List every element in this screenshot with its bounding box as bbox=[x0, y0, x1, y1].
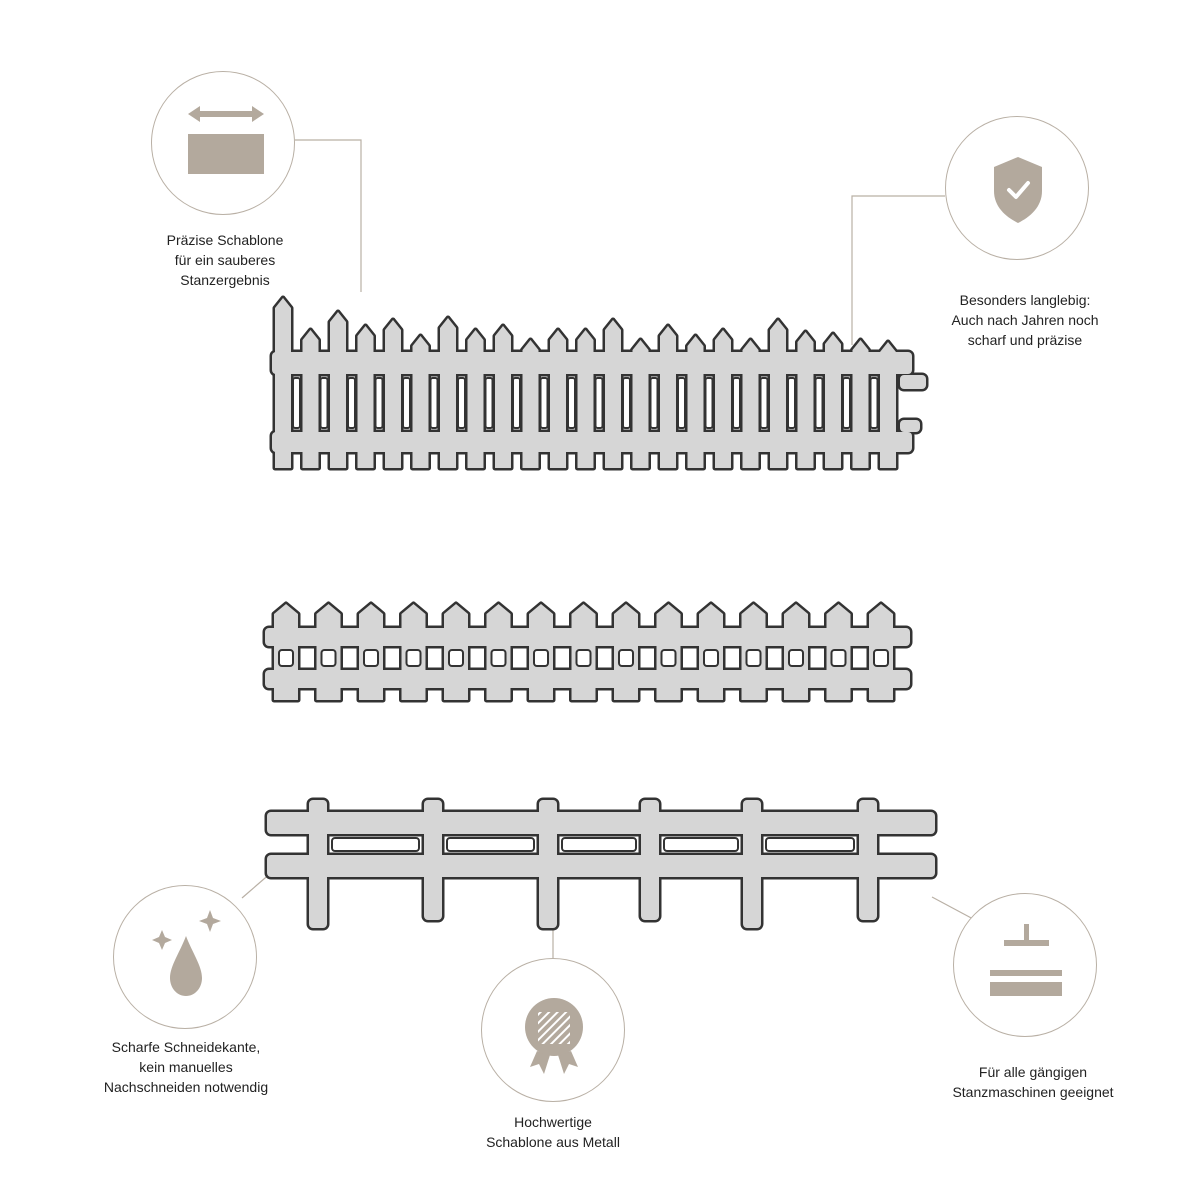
durable-feature-icon-circle bbox=[945, 116, 1089, 260]
droplet-sparkle-icon bbox=[152, 910, 221, 996]
press-machine-icon bbox=[990, 924, 1062, 996]
medal-icon bbox=[525, 998, 583, 1074]
quality-feature-icon-circle bbox=[481, 958, 625, 1102]
sharp-feature-icon-circle bbox=[113, 885, 257, 1029]
durable-feature-label: Besonders langlebig:Auch nach Jahren noc… bbox=[951, 292, 1099, 348]
shield-check-icon bbox=[994, 157, 1042, 223]
rail-fence-die bbox=[264, 797, 938, 931]
width-arrow-icon bbox=[188, 106, 264, 174]
large-picket-fence-die bbox=[269, 295, 929, 471]
precise-feature-icon-circle bbox=[151, 71, 295, 215]
machines-feature-icon-circle bbox=[953, 893, 1097, 1037]
